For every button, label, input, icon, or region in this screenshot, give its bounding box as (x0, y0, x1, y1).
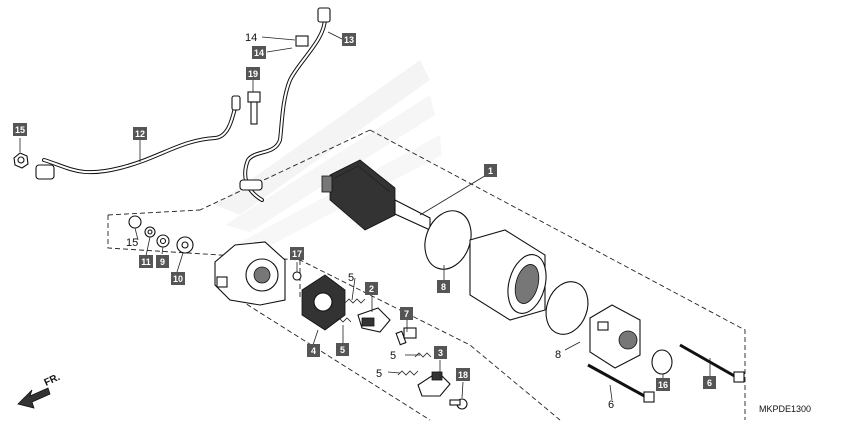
svg-text:17: 17 (292, 249, 302, 259)
callout-14: 14 (252, 46, 266, 59)
svg-text:12: 12 (135, 129, 145, 139)
callout-10: 10 (171, 272, 185, 285)
ground-eyelet (239, 179, 263, 191)
svg-text:1: 1 (488, 166, 493, 176)
terminal-bolt-7 (395, 327, 417, 346)
cable-end-terminal (231, 95, 241, 111)
callout-3: 3 (434, 346, 447, 359)
svg-text:16: 16 (658, 380, 668, 390)
screw-18 (449, 398, 468, 410)
o-ring-16 (651, 349, 673, 375)
cable-clamp (295, 35, 309, 47)
watermark-logo (215, 60, 442, 250)
callout-plain-5c: 5 (376, 368, 382, 380)
svg-text:7: 7 (404, 309, 409, 319)
armature (321, 159, 431, 231)
o-ring-17 (292, 271, 302, 281)
svg-text:2: 2 (369, 284, 374, 294)
callout-6: 6 (703, 376, 716, 389)
svg-text:8: 8 (441, 282, 446, 292)
yoke (469, 229, 547, 321)
callout-5: 5 (336, 343, 349, 356)
callout-11: 11 (139, 255, 153, 268)
diagram-code: MKPDE1300 (759, 404, 811, 414)
svg-text:10: 10 (173, 274, 183, 284)
callout-7: 7 (400, 307, 413, 320)
callout-16: 16 (656, 378, 670, 391)
starter-cable (35, 95, 241, 180)
svg-text:6: 6 (707, 378, 712, 388)
callout-15: 15 (13, 123, 27, 136)
callout-1: 1 (484, 164, 497, 177)
bolt-19 (247, 91, 261, 125)
callout-plain-14: 14 (245, 32, 257, 44)
o-ring-8a (424, 210, 472, 270)
svg-text:3: 3 (438, 348, 443, 358)
front-direction-label: FR. (43, 372, 62, 389)
svg-text:9: 9 (160, 257, 165, 267)
svg-text:13: 13 (344, 35, 354, 45)
brush-3 (417, 371, 451, 397)
svg-text:11: 11 (141, 257, 151, 267)
svg-text:18: 18 (458, 370, 468, 380)
callout-plain-5b: 5 (390, 350, 396, 362)
front-cover (589, 304, 641, 369)
front-direction-arrow (17, 387, 51, 409)
terminal-nut-washers (128, 215, 194, 254)
ground-terminal (317, 7, 331, 23)
svg-text:14: 14 (254, 48, 264, 58)
ground-cable (239, 7, 331, 202)
through-bolts (587, 343, 745, 403)
callout-13: 13 (342, 33, 356, 46)
callout-4: 4 (307, 344, 320, 357)
svg-text:15: 15 (15, 125, 25, 135)
brush-springs (334, 298, 432, 376)
plain-callouts: 14 15 5 5 5 8 6 (126, 32, 614, 411)
callout-plain-5a: 5 (348, 272, 354, 284)
nut-15 (13, 152, 29, 169)
callout-8: 8 (437, 280, 450, 293)
callout-plain-8: 8 (555, 349, 561, 361)
cable-terminal-cap (35, 164, 55, 180)
boxed-callouts: 1 2 3 4 5 6 7 8 9 10 11 12 13 14 15 16 1… (13, 33, 716, 391)
leader-lines (19, 31, 711, 401)
assembly-outline (107, 129, 746, 421)
callout-9: 9 (156, 255, 169, 268)
callout-17: 17 (290, 247, 304, 260)
callout-plain-6: 6 (608, 399, 614, 411)
callout-19: 19 (246, 67, 260, 80)
o-ring-8b (545, 281, 589, 335)
brush-holder (301, 274, 346, 331)
callout-plain-15: 15 (126, 237, 138, 249)
brush-2 (357, 307, 391, 333)
callout-12: 12 (133, 127, 147, 140)
callout-18: 18 (456, 368, 470, 381)
callout-2: 2 (365, 282, 378, 295)
rear-housing (214, 241, 286, 306)
svg-text:5: 5 (340, 345, 345, 355)
svg-text:4: 4 (311, 346, 316, 356)
svg-text:19: 19 (248, 69, 258, 79)
